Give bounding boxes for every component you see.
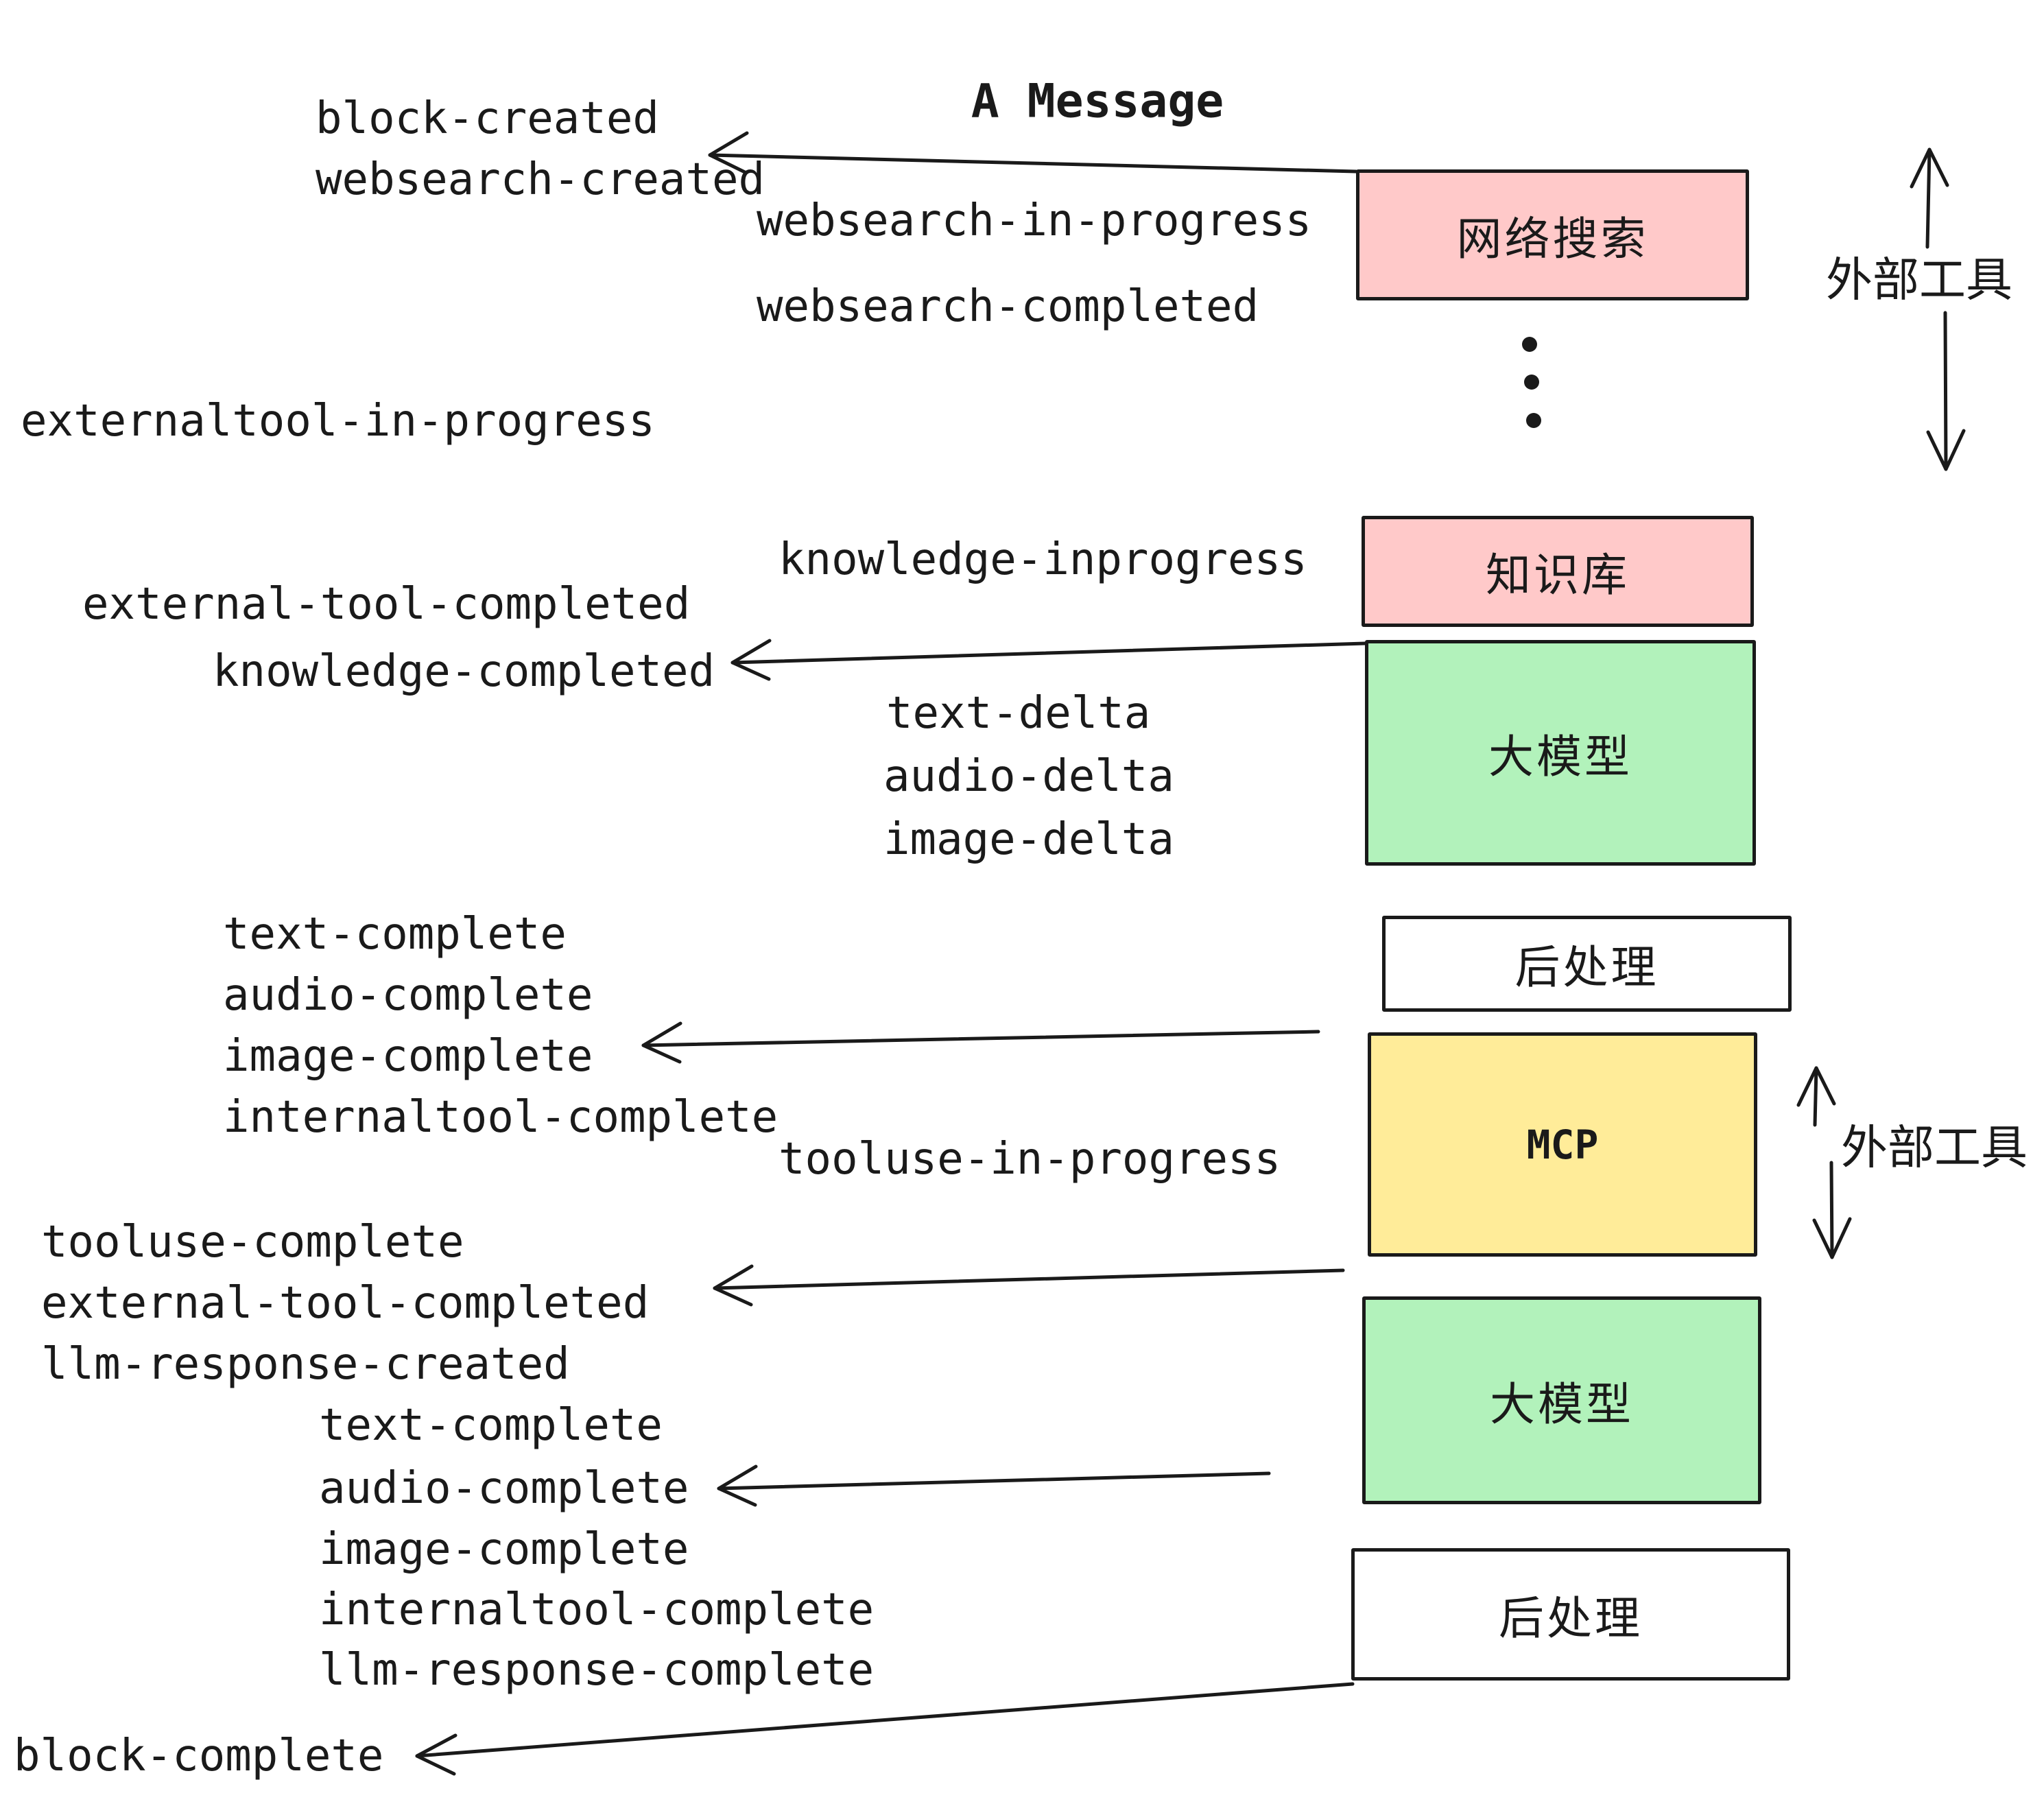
- event-audio-complete-1: audio-complete: [223, 970, 593, 1021]
- box-postprocess-1: 后处理: [1382, 916, 1792, 1012]
- event-block-complete: block-complete: [14, 1731, 384, 1781]
- side-label-external-tools-1: 外部工具: [1825, 253, 2013, 308]
- event-internaltool-complete-2: internaltool-complete: [319, 1585, 875, 1635]
- event-websearch-created: websearch-created: [316, 154, 765, 205]
- box-postprocess-1-label: 后处理: [1514, 941, 1659, 994]
- event-audio-complete-2: audio-complete: [319, 1463, 689, 1514]
- diagram-title: A Message: [971, 74, 1224, 129]
- box-knowledge-base-label: 知识库: [1486, 549, 1630, 602]
- box-llm-1-label: 大模型: [1488, 730, 1632, 783]
- box-web-search: 网络搜索: [1356, 169, 1749, 300]
- event-websearch-in-progress: websearch-in-progress: [757, 195, 1312, 246]
- event-llm-response-created: llm-response-created: [41, 1339, 570, 1390]
- arrow-tooluse-complete: [713, 1264, 1345, 1307]
- box-llm-2-label: 大模型: [1490, 1377, 1634, 1431]
- external-tools-arrow-up-1: [1910, 147, 1949, 249]
- event-llm-response-complete: llm-response-complete: [319, 1645, 875, 1696]
- event-text-complete-1: text-complete: [223, 909, 567, 960]
- box-knowledge-base: 知识库: [1362, 516, 1754, 627]
- event-image-complete-1: image-complete: [223, 1031, 593, 1082]
- arrow-websearch-created: [708, 131, 1358, 175]
- vertical-ellipsis-icon: [1522, 337, 1541, 428]
- event-image-complete-2: image-complete: [319, 1524, 689, 1575]
- event-internaltool-complete-1: internaltool-complete: [223, 1092, 779, 1143]
- box-web-search-label: 网络搜索: [1456, 212, 1649, 265]
- external-tools-arrow-down-2: [1812, 1161, 1852, 1259]
- box-mcp: MCP: [1368, 1032, 1757, 1257]
- event-knowledge-completed: knowledge-completed: [213, 646, 715, 697]
- event-text-delta-1: text-delta: [886, 688, 1151, 739]
- box-mcp-label: MCP: [1526, 1121, 1599, 1168]
- event-externaltool-in-progress: externaltool-in-progress: [21, 396, 655, 447]
- event-image-delta-1: image-delta: [883, 814, 1174, 865]
- arrow-llm-complete: [717, 1464, 1271, 1507]
- box-postprocess-2-label: 后处理: [1499, 1591, 1643, 1645]
- arrow-knowledge-completed: [730, 639, 1367, 681]
- box-llm-1: 大模型: [1365, 640, 1756, 866]
- event-external-tool-completed-2: external-tool-completed: [41, 1278, 650, 1329]
- event-tooluse-in-progress: tooluse-in-progress: [779, 1134, 1281, 1185]
- box-llm-2: 大模型: [1362, 1296, 1761, 1504]
- external-tools-arrow-down-1: [1926, 311, 1966, 471]
- external-tools-arrow-up-2: [1796, 1066, 1836, 1127]
- event-audio-delta-1: audio-delta: [883, 751, 1174, 802]
- box-postprocess-2: 后处理: [1351, 1548, 1790, 1681]
- arrow-internal-complete-1: [641, 1021, 1320, 1064]
- event-websearch-completed: websearch-completed: [757, 281, 1259, 332]
- event-text-complete-2: text-complete: [319, 1400, 663, 1451]
- event-knowledge-inprogress: knowledge-inprogress: [779, 534, 1307, 585]
- side-label-external-tools-2: 外部工具: [1840, 1121, 2028, 1176]
- event-block-created: block-created: [316, 93, 659, 144]
- event-tooluse-complete: tooluse-complete: [41, 1217, 464, 1268]
- event-external-tool-completed: external-tool-completed: [82, 579, 691, 630]
- arrow-block-complete: [415, 1682, 1355, 1776]
